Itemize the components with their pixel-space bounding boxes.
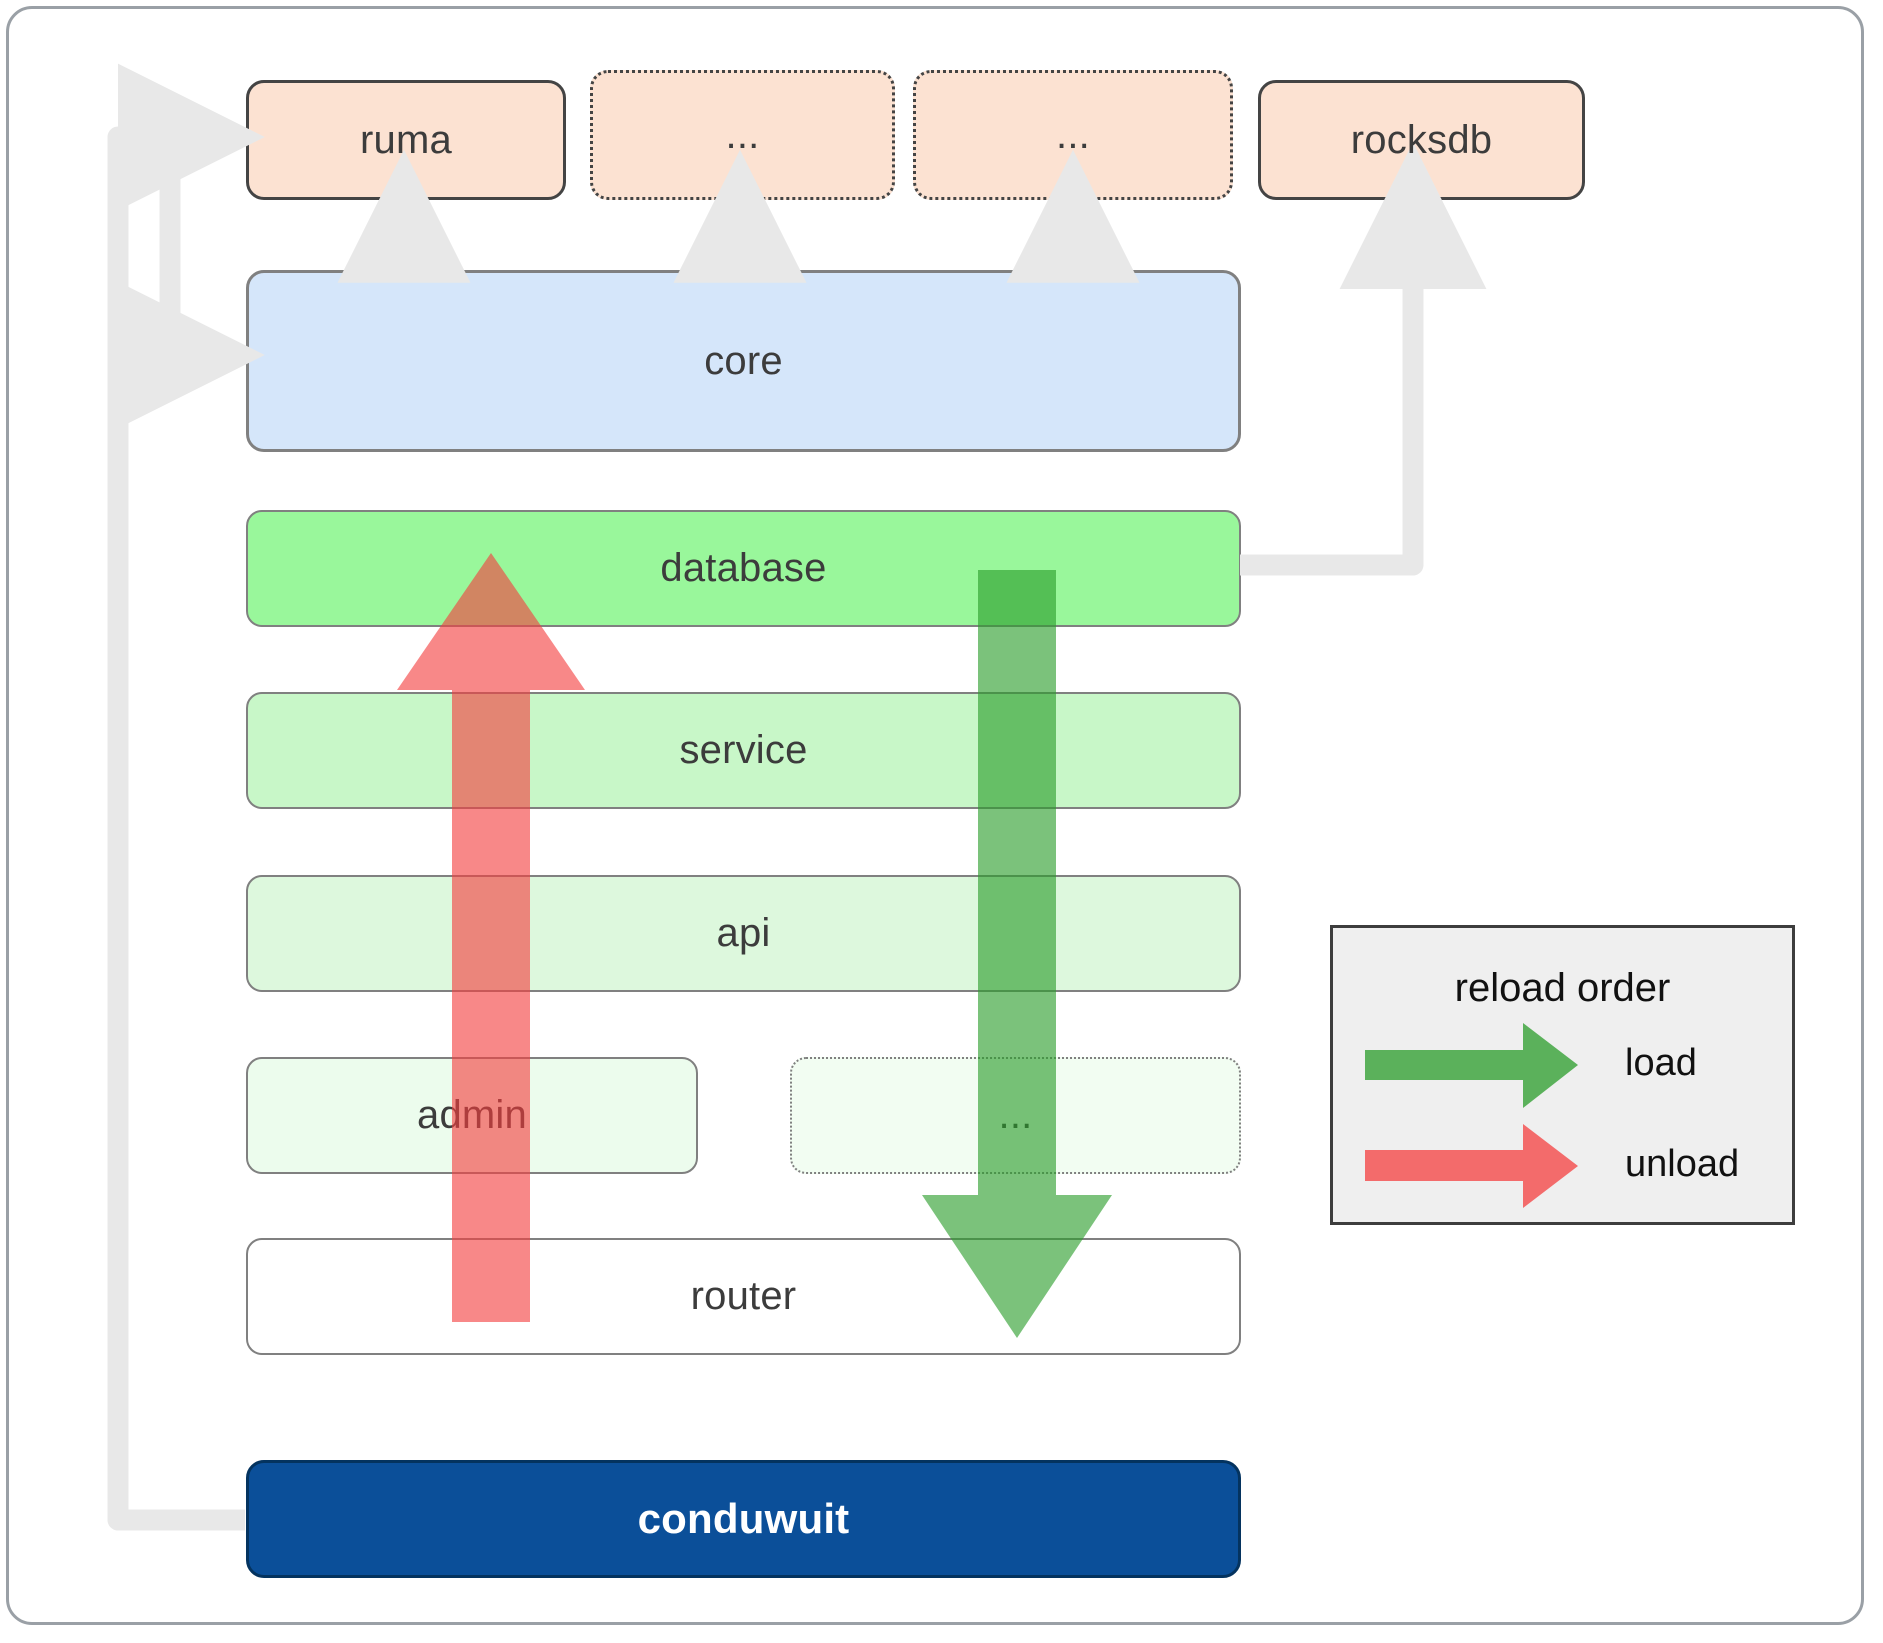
label-router: router [690,1274,797,1318]
dependency-label-ruma: ruma [360,117,452,162]
dependency-label-dots-1: ... [725,112,760,157]
node-database[interactable]: database [246,510,1241,627]
legend-label-load: load [1625,1042,1697,1084]
dependency-node-dots-2[interactable]: ... [913,70,1233,200]
node-service[interactable]: service [246,692,1241,809]
label-layer-dots: ... [998,1093,1033,1137]
node-conduwuit[interactable]: conduwuit [246,1460,1241,1578]
dependency-node-ruma[interactable]: ruma [246,80,566,200]
diagram-frame [6,6,1864,1625]
label-core: core [704,338,783,383]
node-api[interactable]: api [246,875,1241,992]
node-admin[interactable]: admin [246,1057,698,1174]
legend-title: reload order [1454,966,1671,1010]
label-conduwuit: conduwuit [637,1495,850,1542]
label-admin: admin [417,1093,527,1137]
dependency-node-dots-1[interactable]: ... [590,70,895,200]
label-database: database [660,546,827,590]
legend-label-unload: unload [1625,1143,1740,1185]
legend-panel: reload order load unload [1330,925,1795,1225]
node-core[interactable]: core [246,270,1241,452]
node-router[interactable]: router [246,1238,1241,1355]
legend-arrow-graphics [1365,1023,1578,1208]
label-service: service [679,728,808,772]
legend-unload-arrow [1365,1124,1578,1208]
dependency-node-rocksdb[interactable]: rocksdb [1258,80,1585,200]
legend-load-arrow [1365,1023,1578,1108]
dependency-label-dots-2: ... [1056,112,1090,157]
node-layer-dots[interactable]: ... [790,1057,1241,1174]
dependency-label-rocksdb: rocksdb [1350,117,1493,162]
label-api: api [716,911,771,955]
